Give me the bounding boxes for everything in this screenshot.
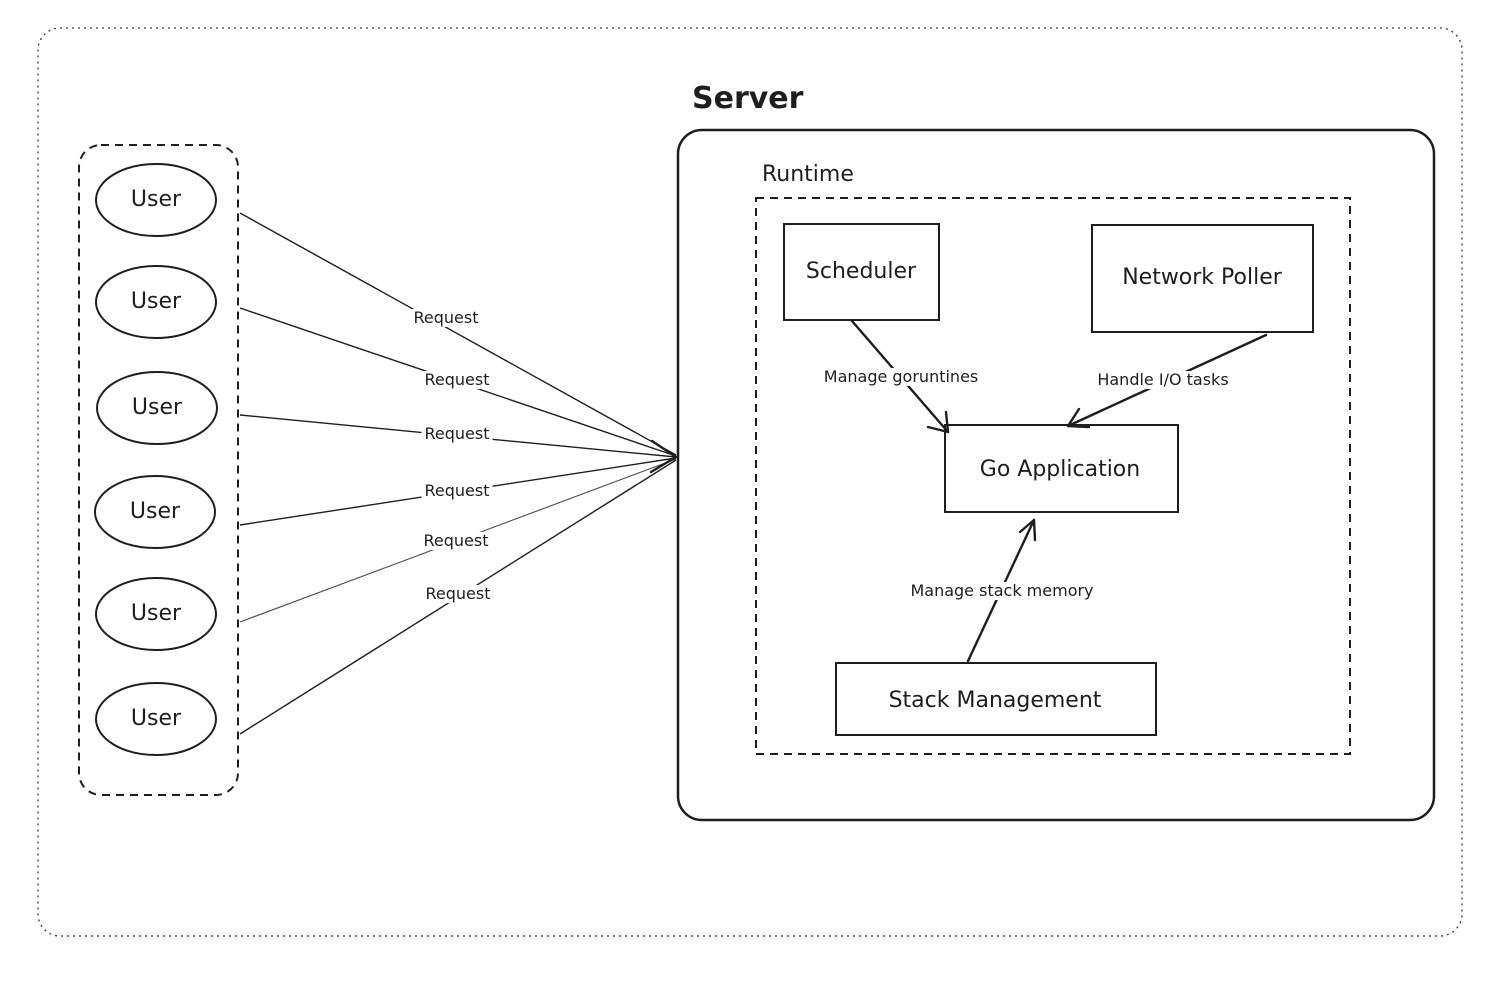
stack-to-app-arrowhead (1018, 518, 1037, 542)
server-box (676, 128, 1436, 822)
stack-management-label: Stack Management (888, 688, 1102, 713)
request-connector-1 (239, 212, 677, 456)
user-node-1 (95, 163, 217, 237)
scheduler-box (783, 223, 940, 321)
poller-to-app-arrowhead (1066, 407, 1091, 429)
runtime-box (755, 197, 1351, 755)
request-label-6: Request (422, 585, 494, 603)
poller-edge-label: Handle I/O tasks (1094, 371, 1232, 389)
request-label-1: Request (410, 309, 482, 327)
user-node-5 (95, 577, 217, 651)
scheduler-label: Scheduler (805, 259, 917, 284)
stack-edge-label: Manage stack memory (907, 582, 1097, 600)
user-node-3 (96, 371, 218, 445)
outer-frame (37, 27, 1463, 937)
user-node-6 (95, 682, 217, 756)
request-label-3: Request (421, 425, 493, 443)
user-label-3: User (131, 395, 183, 420)
request-label-4: Request (421, 482, 493, 500)
user-label-2: User (130, 289, 182, 314)
network-poller-box (1091, 224, 1314, 333)
scheduler-edge-label: Manage goruntines (820, 368, 982, 386)
go-application-label: Go Application (979, 457, 1141, 482)
user-label-4: User (129, 499, 181, 524)
request-arrowhead (649, 439, 678, 474)
request-label-2: Request (421, 371, 493, 389)
stack-management-box (835, 662, 1157, 736)
user-label-1: User (130, 187, 182, 212)
user-label-6: User (130, 706, 182, 731)
request-label-5: Request (420, 532, 492, 550)
scheduler-to-app-arrowhead (926, 410, 950, 434)
network-poller-label: Network Poller (1122, 265, 1282, 290)
user-label-5: User (130, 601, 182, 626)
go-application-box (944, 424, 1179, 513)
users-group-frame (78, 144, 239, 796)
user-node-2 (95, 265, 217, 339)
runtime-label: Runtime (762, 162, 854, 187)
server-title: Server (692, 81, 804, 116)
user-node-4 (94, 475, 216, 549)
